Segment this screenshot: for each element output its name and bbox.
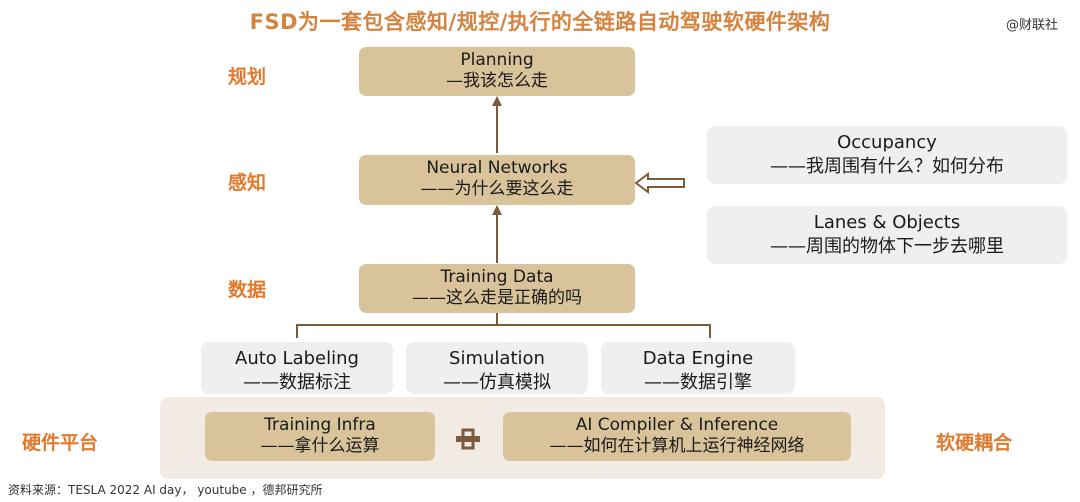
node-neural-subtitle: ——为什么要这么走 (420, 179, 574, 199)
connector-training-bracket (496, 313, 498, 325)
node-occupancy-subtitle: ——我周围有什么？如何分布 (770, 156, 1004, 177)
node-auto-labeling: Auto Labeling ——数据标注 (201, 342, 393, 394)
node-ai-compiler-title: AI Compiler & Inference (575, 415, 779, 435)
node-training-infra: Training Infra ——拿什么运算 (205, 412, 435, 461)
watermark: @财联社 (1005, 18, 1058, 33)
node-training-infra-subtitle: ——拿什么运算 (260, 436, 380, 456)
node-data-engine-subtitle: ——数据引擎 (644, 372, 752, 393)
node-neural-networks: Neural Networks ——为什么要这么走 (359, 155, 635, 205)
node-simulation-subtitle: ——仿真模拟 (443, 372, 551, 393)
node-auto-labeling-title: Auto Labeling (235, 348, 359, 369)
layer-label-data: 数据 (228, 279, 267, 301)
node-planning-title: Planning (460, 50, 534, 70)
connector-neural-planning (496, 103, 498, 153)
node-simulation-title: Simulation (449, 348, 545, 369)
node-training-data-title: Training Data (440, 267, 554, 287)
layer-label-hardware: 硬件平台 (22, 432, 99, 454)
node-lanes-title: Lanes & Objects (813, 212, 961, 233)
node-auto-labeling-subtitle: ——数据标注 (243, 372, 351, 393)
node-planning-subtitle: —我该怎么走 (446, 71, 548, 91)
node-data-engine-title: Data Engine (642, 348, 754, 369)
node-planning: Planning —我该怎么走 (359, 47, 635, 96)
node-ai-compiler: AI Compiler & Inference ——如何在计算机上运行神经网络 (503, 412, 851, 461)
bracket-horizontal (296, 324, 711, 326)
layer-label-coupling: 软硬耦合 (936, 432, 1013, 454)
bracket-right-leg (709, 324, 711, 338)
source-note: 资料来源：TESLA 2022 AI day， youtube ，德邦研究所 (8, 483, 323, 497)
node-training-infra-title: Training Infra (264, 415, 376, 435)
arrowhead-neural (492, 205, 502, 215)
node-data-engine: Data Engine ——数据引擎 (601, 342, 795, 394)
node-neural-title: Neural Networks (426, 158, 568, 178)
node-training-data: Training Data ——这么走是正确的吗 (359, 264, 635, 313)
arrowhead-planning (492, 96, 502, 106)
diagram-title: FSD为一套包含感知/规控/执行的全链路自动驾驶软硬件架构 (249, 10, 831, 34)
node-training-data-subtitle: ——这么走是正确的吗 (412, 288, 582, 308)
layer-label-perception: 感知 (228, 172, 267, 194)
node-lanes-objects: Lanes & Objects ——周围的物体下一步去哪里 (707, 206, 1067, 264)
node-occupancy: Occupancy ——我周围有什么？如何分布 (707, 126, 1067, 184)
connector-training-neural (496, 213, 498, 263)
bracket-left-leg (296, 324, 298, 338)
node-simulation: Simulation ——仿真模拟 (406, 342, 588, 394)
node-ai-compiler-subtitle: ——如何在计算机上运行神经网络 (549, 436, 805, 456)
node-occupancy-title: Occupancy (837, 132, 937, 153)
plus-icon (456, 428, 480, 450)
layer-label-planning: 规划 (228, 66, 267, 88)
hollow-arrow-icon (634, 172, 685, 194)
node-lanes-subtitle: ——周围的物体下一步去哪里 (770, 236, 1004, 257)
